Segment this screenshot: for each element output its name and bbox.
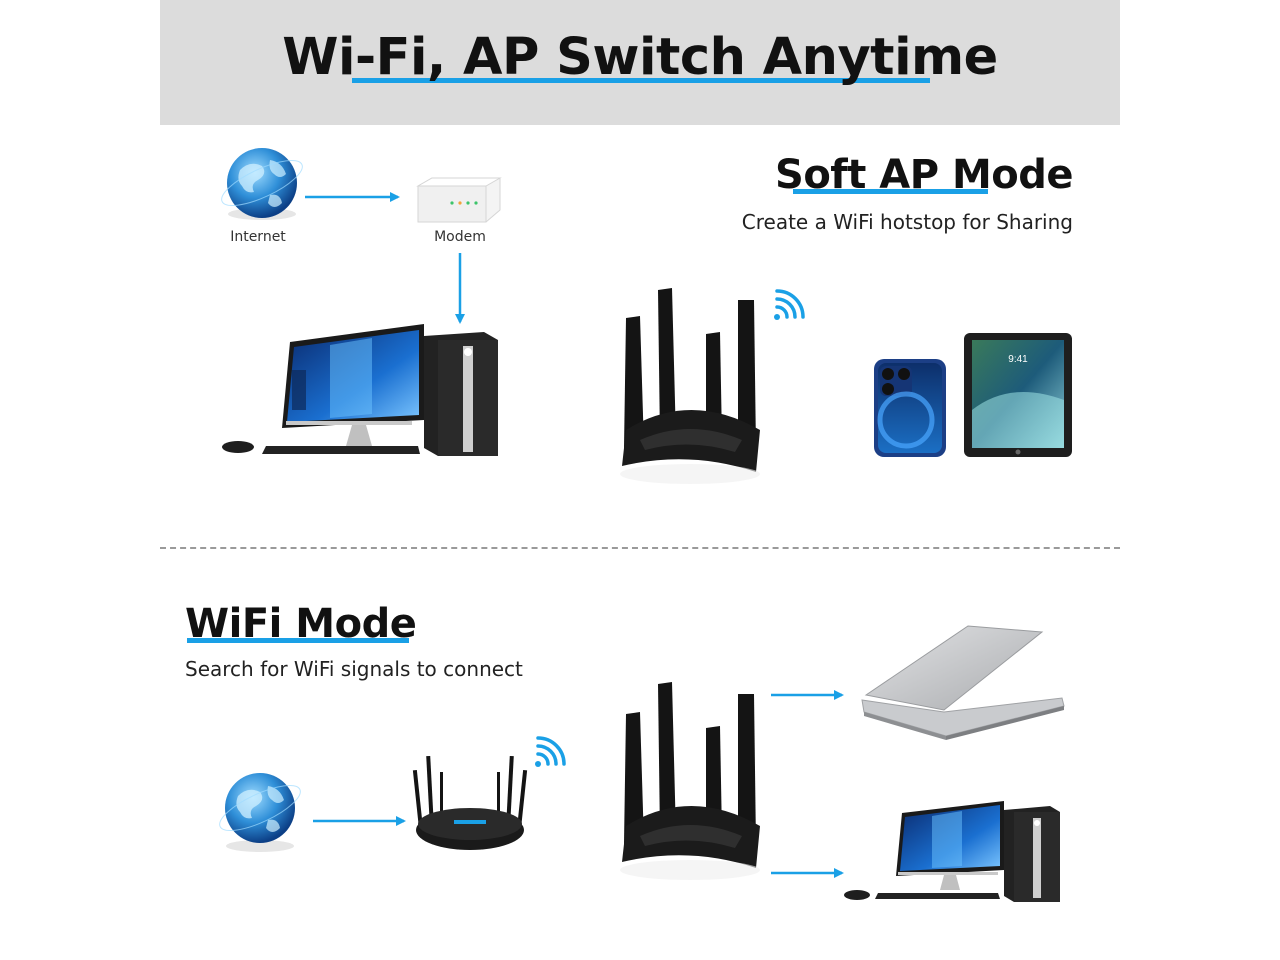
- wifi-signal-icon: [535, 736, 566, 767]
- wifi-mode-subtitle: Search for WiFi signals to connect: [185, 657, 523, 681]
- tablet-icon: 9:41: [964, 333, 1072, 457]
- globe-icon: [221, 148, 303, 220]
- page-title: Wi-Fi, AP Switch Anytime: [282, 28, 998, 87]
- smartphone-icon: [874, 359, 946, 457]
- modem-label: Modem: [434, 229, 486, 245]
- internet-label: Internet: [230, 229, 286, 245]
- usb-adapter-icon: [620, 288, 760, 484]
- usb-adapter-icon: [620, 682, 760, 880]
- router-icon: [412, 755, 528, 850]
- soft-ap-underline: [793, 189, 988, 194]
- tablet-clock: 9:41: [1008, 354, 1028, 365]
- desktop-computer-icon: [844, 801, 1060, 902]
- soft-ap-title: Soft AP Mode: [775, 152, 1073, 198]
- title-underline: [352, 78, 930, 83]
- modem-icon: [416, 177, 502, 223]
- laptop-icon: [861, 625, 1065, 740]
- title-banner: Wi-Fi, AP Switch Anytime: [160, 0, 1120, 125]
- globe-icon: [219, 773, 301, 852]
- wifi-mode-underline: [187, 638, 409, 643]
- desktop-computer-icon: [222, 324, 498, 456]
- section-divider: [160, 547, 1120, 549]
- wifi-mode-title: WiFi Mode: [185, 601, 417, 647]
- wifi-signal-icon: [774, 289, 805, 320]
- soft-ap-subtitle: Create a WiFi hotstop for Sharing: [741, 210, 1073, 234]
